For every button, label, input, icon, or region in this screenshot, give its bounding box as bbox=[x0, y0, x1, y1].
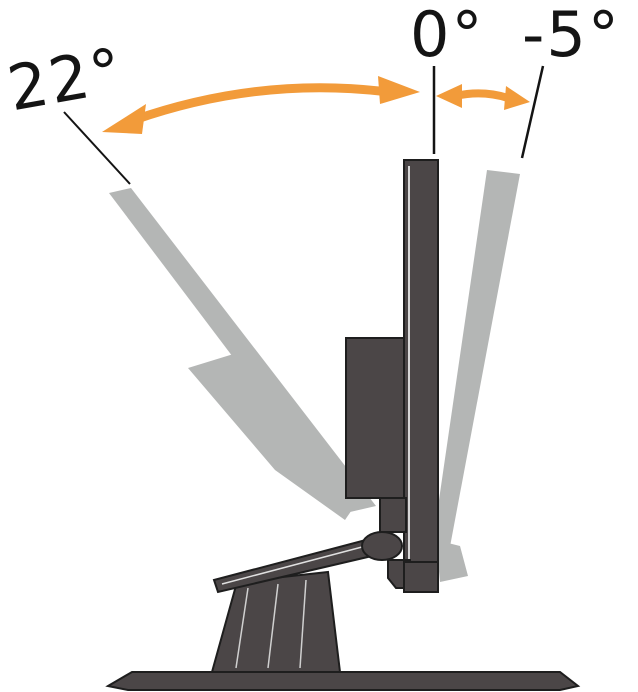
angle-label-minus-5: -5° bbox=[522, 0, 621, 71]
monitor-base bbox=[105, 538, 581, 691]
hinge-pivot bbox=[361, 531, 403, 561]
leader-line-22 bbox=[63, 111, 131, 185]
stand-foot-ridge bbox=[267, 583, 279, 669]
leader-line-minus-5 bbox=[520, 65, 545, 159]
angle-label-22: 22° bbox=[2, 33, 129, 125]
monitor-upright-0 bbox=[345, 159, 439, 593]
arrowhead-left bbox=[436, 84, 462, 108]
arc-arrow-forward-shaft bbox=[455, 89, 510, 102]
base-plate bbox=[105, 671, 581, 691]
arrowhead-right bbox=[504, 86, 530, 110]
tilt-arrow-back bbox=[102, 76, 420, 134]
monitor-back-housing bbox=[345, 337, 407, 499]
panel-bottom-bezel bbox=[403, 561, 439, 593]
ghost-panel-back bbox=[109, 188, 376, 512]
stand-foot bbox=[210, 570, 342, 673]
arrowhead-left bbox=[102, 104, 146, 134]
ghost-panel-forward bbox=[432, 170, 520, 552]
monitor-tilted-back-22 bbox=[109, 188, 376, 520]
stand-foot-ridge bbox=[299, 579, 307, 669]
angle-label-0: 0° bbox=[410, 0, 484, 71]
ghost-stand-back bbox=[188, 352, 360, 520]
arrowhead-right bbox=[378, 76, 420, 104]
hinge-block bbox=[379, 497, 407, 533]
monitor-tilted-forward-5 bbox=[432, 170, 520, 582]
tilt-arrow-forward bbox=[436, 84, 530, 110]
stand-arm-highlight bbox=[221, 546, 363, 585]
stand-foot-ridge bbox=[235, 587, 249, 669]
ghost-hinge-forward bbox=[436, 540, 468, 582]
arc-arrow-back-shaft bbox=[132, 83, 389, 125]
